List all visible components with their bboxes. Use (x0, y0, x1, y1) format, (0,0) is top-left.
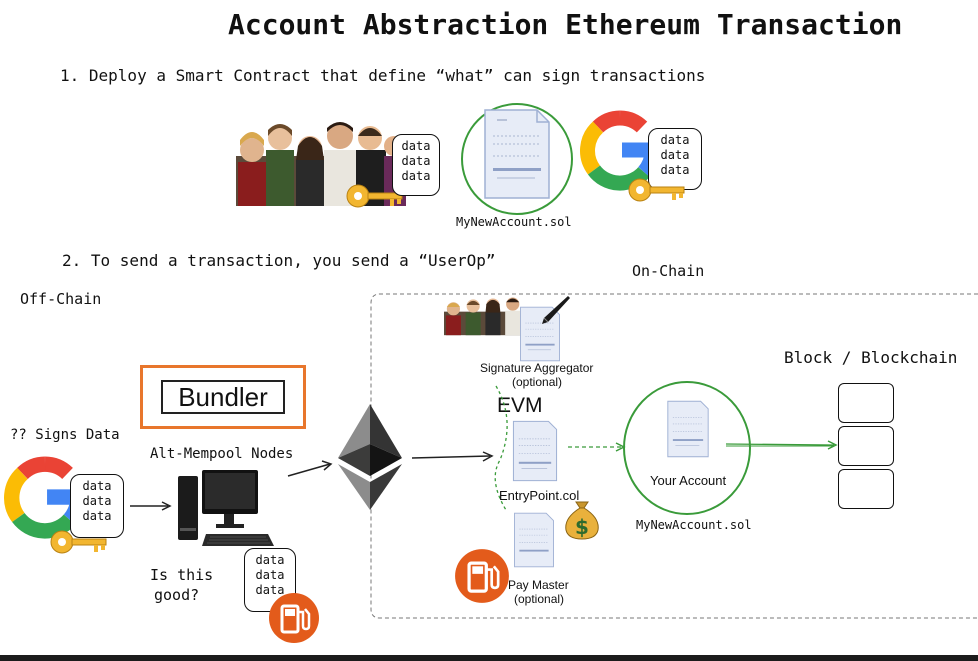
data-card-people: data data data (392, 134, 440, 196)
your-account-label: Your Account (650, 473, 727, 488)
pen-icon (542, 296, 570, 324)
onchain-contract-filename: MyNewAccount.sol (636, 518, 752, 532)
document-icon (667, 400, 709, 458)
block-icon (838, 469, 894, 509)
bundler-inner-box: Bundler (161, 380, 285, 414)
bundler-label: Bundler (178, 382, 268, 412)
arrow-to-nodes (130, 501, 172, 511)
money-bag-icon: $ (565, 501, 599, 540)
document-icon (520, 306, 560, 362)
arrow-to-blocks (725, 440, 838, 450)
key-icon (346, 184, 403, 208)
people-photo-icon (236, 122, 406, 206)
bundler-outer-box: Bundler (140, 365, 306, 429)
account-circle (623, 381, 751, 515)
computer-icon (178, 470, 274, 546)
entrypoint-label: EntryPoint.col (499, 488, 580, 503)
green-dashed-connector (494, 385, 508, 511)
onchain-label: On-Chain (632, 262, 705, 280)
fuel-pump-icon (269, 593, 319, 643)
data-card-google-top: data data data (648, 128, 702, 190)
key-icon (628, 178, 685, 202)
is-this-good-line1: Is this (150, 566, 214, 584)
step-1-text: 1. Deploy a Smart Contract that define “… (60, 66, 706, 85)
diagram-title: Account Abstraction Ethereum Transaction (228, 8, 903, 41)
contract-filename: MyNewAccount.sol (456, 215, 572, 229)
ethereum-logo-icon (338, 404, 402, 510)
block-icon (838, 383, 894, 423)
paymaster-line2: (optional) (514, 592, 565, 606)
arrow-to-entrypoint (411, 451, 494, 462)
svg-text:$: $ (575, 515, 589, 539)
key-icon (50, 530, 107, 554)
sig-agg-line2: (optional) (512, 375, 563, 389)
document-icon (512, 420, 558, 482)
offchain-label: Off-Chain (20, 290, 102, 308)
evm-label: EVM (497, 394, 543, 417)
document-icon (514, 512, 554, 568)
contract-circle (461, 103, 573, 215)
fuel-pump-icon (455, 549, 509, 603)
altmempool-label: Alt-Mempool Nodes (150, 446, 294, 462)
google-logo-icon (4, 456, 86, 539)
google-logo-icon (580, 110, 660, 191)
arrow-to-ethereum (287, 460, 333, 477)
is-this-good-line2: good? (154, 586, 200, 604)
step-2-text: 2. To send a transaction, you send a “Us… (62, 251, 496, 270)
arrow-to-account (568, 442, 626, 452)
block-label: Block / Blockchain (784, 348, 958, 367)
paymaster-line1: Pay Master (508, 578, 569, 592)
signs-data-label: ?? Signs Data (10, 427, 120, 443)
document-icon (484, 109, 550, 199)
sig-agg-line1: Signature Aggregator (480, 361, 594, 375)
block-icon (838, 426, 894, 466)
people-photo-icon (444, 297, 524, 336)
data-card-google-bottom: data data data (70, 474, 124, 538)
